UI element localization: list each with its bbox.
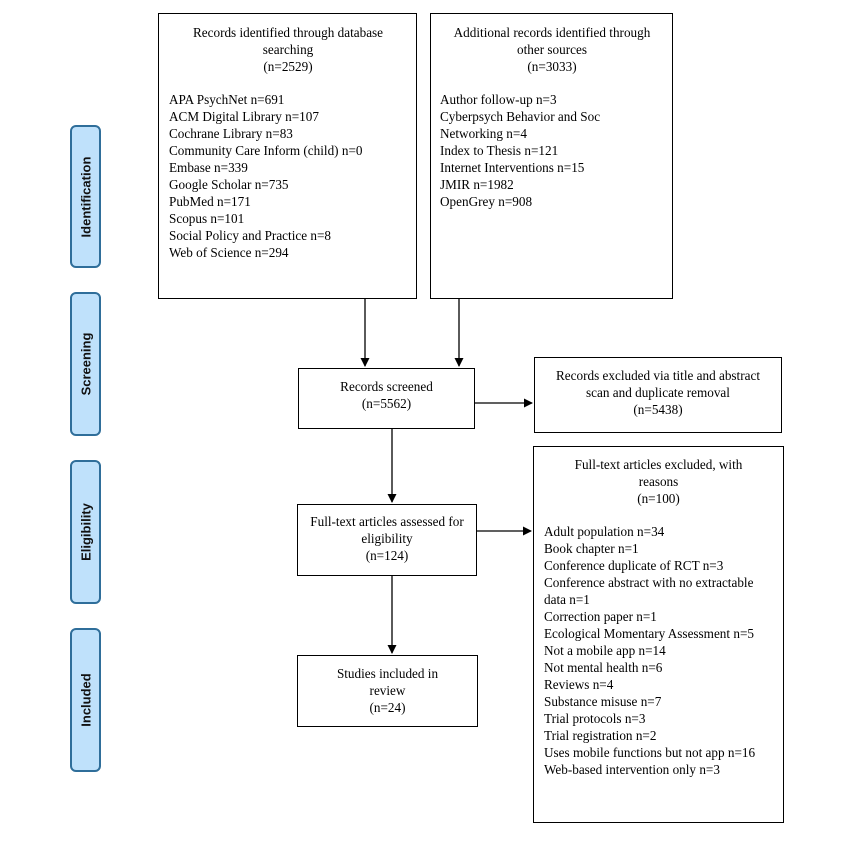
excluded-fulltext-count: (n=100) — [637, 491, 680, 506]
other-sources-count: (n=3033) — [527, 59, 577, 74]
excluded-fulltext-box: Full-text articles excluded, with reason… — [533, 446, 784, 823]
database-search-item: Community Care Inform (child) n=0 — [169, 143, 363, 158]
excluded-fulltext-item: Reviews n=4 — [544, 677, 614, 692]
database-search-item: Google Scholar n=735 — [169, 177, 289, 192]
other-sources-item: Cyberpsych Behavior and Soc Networking n… — [440, 109, 601, 141]
database-search-box: Records identified through database sear… — [158, 13, 417, 299]
database-search-item: APA PsychNet n=691 — [169, 92, 285, 107]
other-sources-item: OpenGrey n=908 — [440, 194, 533, 209]
database-search-item: Social Policy and Practice n=8 — [169, 228, 331, 243]
excluded-fulltext-item: Ecological Momentary Assessment n=5 — [544, 626, 754, 641]
included-count: (n=24) — [369, 700, 406, 715]
eligibility-title: Full-text articles assessed for eligibil… — [310, 514, 464, 546]
other-sources-item: JMIR n=1982 — [440, 177, 514, 192]
excluded-screening-title: Records excluded via title and abstract … — [556, 368, 760, 400]
excluded-screening-box: Records excluded via title and abstract … — [534, 357, 782, 433]
database-search-count: (n=2529) — [263, 59, 313, 74]
database-search-item: Scopus n=101 — [169, 211, 245, 226]
records-screened-box: Records screened (n=5562) — [298, 368, 475, 429]
excluded-fulltext-item: Trial protocols n=3 — [544, 711, 646, 726]
records-screened-title: Records screened — [340, 379, 433, 394]
excluded-fulltext-item: Web-based intervention only n=3 — [544, 762, 720, 777]
excluded-fulltext-item: Correction paper n=1 — [544, 609, 657, 624]
excluded-fulltext-item: Substance misuse n=7 — [544, 694, 662, 709]
excluded-fulltext-item: Trial registration n=2 — [544, 728, 657, 743]
stage-included: Included — [70, 628, 101, 772]
other-sources-title: Additional records identified through ot… — [453, 25, 651, 57]
excluded-fulltext-item: Not mental health n=6 — [544, 660, 663, 675]
excluded-fulltext-item: Uses mobile functions but not app n=16 — [544, 745, 756, 760]
excluded-fulltext-item: Conference duplicate of RCT n=3 — [544, 558, 724, 573]
other-sources-item: Author follow-up n=3 — [440, 92, 557, 107]
database-search-item: ACM Digital Library n=107 — [169, 109, 319, 124]
eligibility-box: Full-text articles assessed for eligibil… — [297, 504, 477, 576]
included-title: Studies included in review — [336, 666, 439, 698]
other-sources-item: Internet Interventions n=15 — [440, 160, 585, 175]
database-search-title: Records identified through database sear… — [192, 25, 384, 57]
eligibility-count: (n=124) — [365, 548, 409, 563]
other-sources-box: Additional records identified through ot… — [430, 13, 673, 299]
excluded-fulltext-title: Full-text articles excluded, with reason… — [574, 457, 743, 489]
excluded-screening-count: (n=5438) — [633, 402, 683, 417]
stage-eligibility: Eligibility — [70, 460, 101, 604]
database-search-item: Embase n=339 — [169, 160, 248, 175]
excluded-fulltext-item: Adult population n=34 — [544, 524, 665, 539]
included-box: Studies included in review (n=24) — [297, 655, 478, 727]
excluded-fulltext-item: Conference abstract with no extractable … — [544, 575, 754, 607]
database-search-item: PubMed n=171 — [169, 194, 251, 209]
records-screened-count: (n=5562) — [361, 396, 412, 411]
excluded-fulltext-item: Book chapter n=1 — [544, 541, 639, 556]
excluded-fulltext-item: Not a mobile app n=14 — [544, 643, 666, 658]
database-search-item: Web of Science n=294 — [169, 245, 289, 260]
database-search-item: Cochrane Library n=83 — [169, 126, 293, 141]
other-sources-item: Index to Thesis n=121 — [440, 143, 559, 158]
stage-screening: Screening — [70, 292, 101, 436]
stage-identification: Identification — [70, 125, 101, 268]
